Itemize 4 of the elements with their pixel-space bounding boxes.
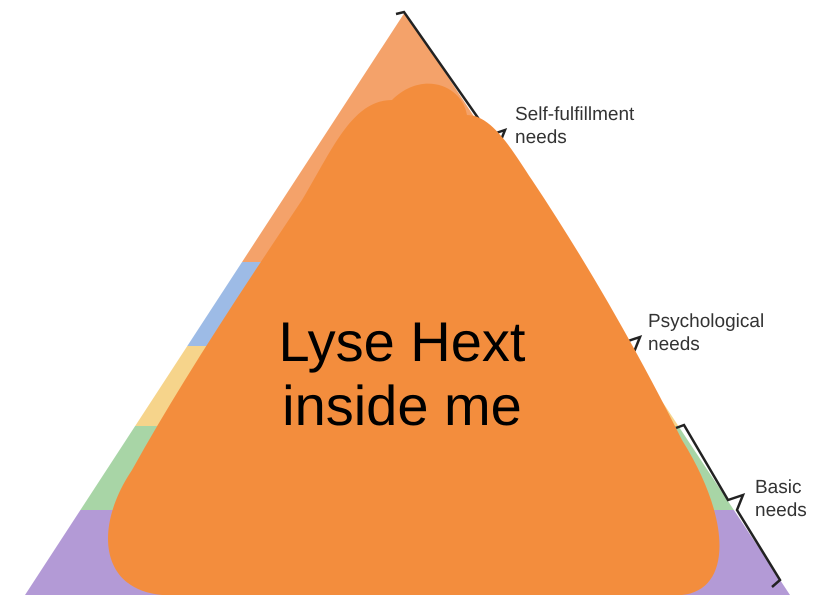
tier-label: Psychological needs (648, 310, 766, 356)
tier-label: Self-fulfillment needs (515, 103, 636, 149)
blob-text: Lyse Hext inside me (278, 310, 526, 438)
tier-label: Basic needs (755, 476, 808, 522)
